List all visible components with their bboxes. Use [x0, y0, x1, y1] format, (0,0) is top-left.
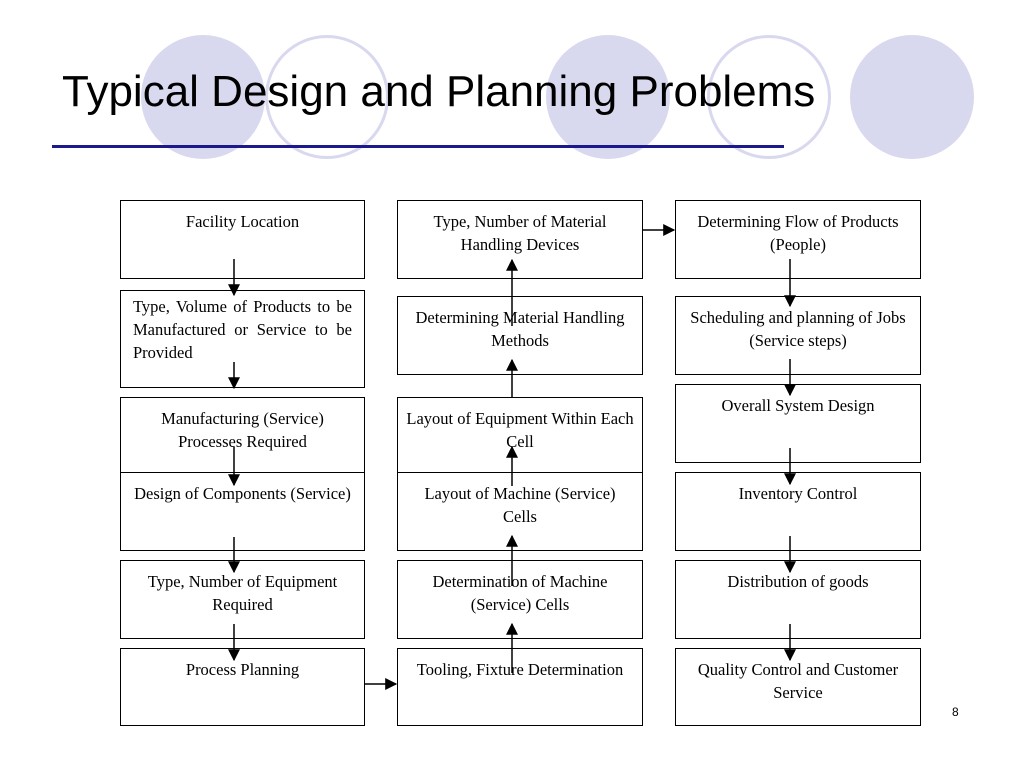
box-handling-methods: Determining Material Handling Methods [397, 296, 643, 375]
box-equipment-required: Type, Number of Equipment Required [120, 560, 365, 639]
box-tooling-fixture: Tooling, Fixture Determination [397, 648, 643, 726]
decorative-circle-4 [707, 35, 831, 159]
slide-title: Typical Design and Planning Problems [62, 67, 816, 116]
box-inventory-control: Inventory Control [675, 472, 921, 551]
decorative-circle-2 [265, 35, 389, 159]
box-scheduling: Scheduling and planning of Jobs (Service… [675, 296, 921, 375]
decorative-circle-5 [850, 35, 974, 159]
box-processes-required: Manufacturing (Service) Processes Requir… [120, 397, 365, 476]
page-number: 8 [952, 705, 959, 719]
decorative-circle-1 [141, 35, 265, 159]
box-process-planning: Process Planning [120, 648, 365, 726]
box-system-design: Overall System Design [675, 384, 921, 463]
box-layout-equipment: Layout of Equipment Within Each Cell [397, 397, 643, 476]
box-design-components: Design of Components (Service) [120, 472, 365, 551]
box-layout-cells: Layout of Machine (Service) Cells [397, 472, 643, 551]
box-handling-devices: Type, Number of Material Handling Device… [397, 200, 643, 279]
title-underline [52, 145, 784, 148]
box-quality-control: Quality Control and Customer Service [675, 648, 921, 726]
box-determination-cells: Determination of Machine (Service) Cells [397, 560, 643, 639]
box-distribution: Distribution of goods [675, 560, 921, 639]
decorative-circle-3 [546, 35, 670, 159]
box-facility-location: Facility Location [120, 200, 365, 279]
box-type-volume-products: Type, Volume of Products to be Manufactu… [120, 290, 365, 388]
box-flow-products: Determining Flow of Products (People) [675, 200, 921, 279]
